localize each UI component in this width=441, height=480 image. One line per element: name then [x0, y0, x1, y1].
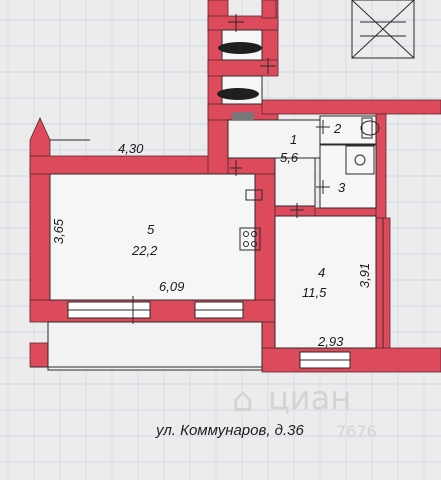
dim-room5-height: 3,65	[51, 218, 67, 245]
toilet-tank	[361, 117, 373, 139]
sink	[245, 189, 263, 201]
room-5-number: 5	[147, 222, 155, 237]
dimension-lines	[30, 139, 384, 368]
stairwell-diag-2	[351, 0, 415, 59]
fixtures	[132, 0, 415, 324]
bathroom-floor	[319, 144, 377, 209]
dim-room5-width: 6,09	[159, 279, 185, 294]
wall-corridor-room4	[274, 205, 316, 217]
room-1-area: 5,6	[280, 150, 299, 165]
stove-burner-4	[251, 241, 257, 247]
dim-room4-height: 3,91	[357, 262, 373, 289]
room-4-area: 11,5	[302, 285, 327, 300]
windows	[67, 301, 351, 369]
wc-floor	[319, 115, 377, 145]
wall-top-room5	[29, 155, 213, 175]
wall-top-right-stub	[261, 0, 277, 19]
room-floors	[47, 29, 377, 371]
shower-drain	[354, 154, 366, 166]
dim-room4-width: 2,93	[318, 334, 344, 349]
room-4-number: 4	[318, 265, 326, 280]
balcony-floor	[47, 321, 263, 371]
corridor-lower-floor	[274, 157, 316, 207]
stove	[239, 227, 261, 251]
redacted-marks	[217, 42, 262, 100]
watermark-brand: циан	[268, 379, 352, 417]
address-label: ул. Коммунаров, д.36	[156, 422, 304, 439]
wall-top-right	[261, 99, 441, 115]
stove-burner-3	[243, 241, 249, 247]
stove-burner-1	[243, 231, 249, 237]
wall-room5-corridor	[227, 157, 276, 175]
wall-balcony-left	[29, 342, 49, 368]
stairwell	[351, 0, 415, 59]
room-3-number: 3	[338, 180, 346, 195]
redacted-mark-1	[218, 42, 262, 54]
room-1-number: 1	[290, 132, 298, 147]
room-5-area: 22,2	[132, 243, 158, 258]
stove-burner-2	[251, 231, 257, 237]
wall-bottom	[261, 347, 441, 373]
shaft-block	[232, 112, 254, 120]
redacted-mark-2	[217, 88, 259, 100]
shower-tray	[345, 145, 375, 175]
toilet-bowl	[360, 120, 380, 136]
wall-left-outer	[29, 117, 51, 321]
dim-top-wall: 4,30	[118, 141, 144, 156]
room-2-number: 2	[334, 121, 342, 136]
watermark-logo: ⌂	[232, 380, 254, 420]
watermark-code: 7676	[336, 422, 377, 441]
room-4-floor	[274, 215, 377, 349]
room-5-floor	[49, 173, 256, 301]
wall-bath-right	[375, 113, 387, 219]
